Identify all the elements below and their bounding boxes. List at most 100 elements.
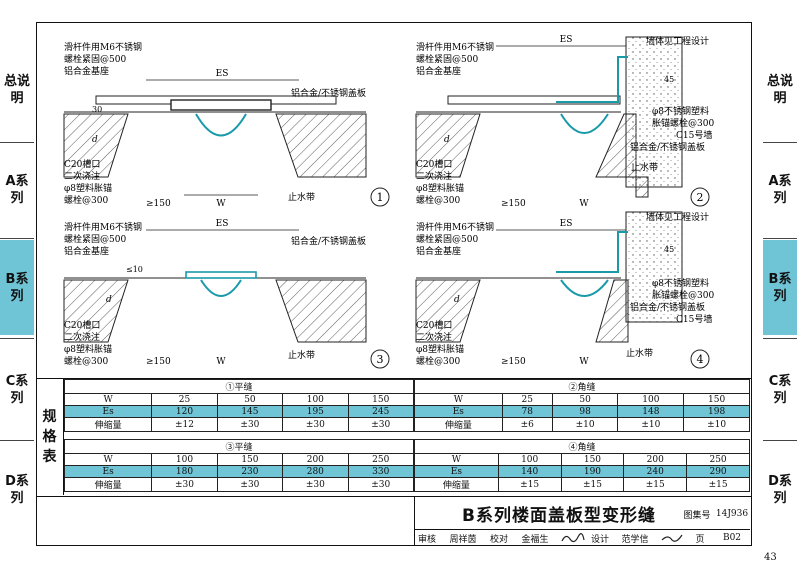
w-label: W (216, 357, 226, 367)
row-header: 伸缩量 (414, 417, 503, 432)
drawing-frame (36, 22, 752, 546)
cell: 120 (151, 405, 218, 418)
tab-divider (763, 338, 797, 339)
callout: 止水带 (288, 349, 315, 361)
tab-series-b[interactable]: B系列 (763, 240, 797, 335)
callout: 胀锚螺栓@300 (652, 117, 714, 129)
callout: φ8塑料胀锚 (64, 182, 112, 194)
callout: 二次浇注 (416, 331, 452, 343)
cell: ±10 (617, 417, 685, 432)
row-header: W (414, 453, 499, 466)
row-header: Es (414, 405, 503, 418)
cell: 140 (497, 465, 562, 478)
tab-series-d[interactable]: D系列 (0, 445, 34, 535)
cell: 195 (282, 405, 349, 418)
atlas-label: 图集号 (683, 510, 711, 521)
cell: 150 (683, 393, 750, 406)
cover-plate (185, 271, 257, 279)
dim-30-label: 30 (92, 105, 102, 114)
dim-10-label: ≤10 (126, 265, 143, 274)
detail-number: 3 (377, 353, 384, 366)
tab-divider (763, 142, 797, 143)
page-number: 43 (764, 552, 777, 563)
tab-general[interactable]: 总说明 (763, 40, 797, 140)
cell: ±15 (560, 477, 625, 492)
callout: 螺栓紧固@500 (64, 53, 126, 65)
callout: C20槽口 (64, 319, 100, 331)
callout: 止水带 (631, 161, 658, 173)
cell: 250 (686, 453, 750, 466)
min-150-label: ≥150 (501, 199, 526, 209)
callout: 铝合金基座 (64, 245, 109, 257)
cell: ±30 (282, 417, 349, 432)
cell: 150 (347, 393, 415, 406)
title-block: B系列楼面盖板型变形缝 图集号 14J936 审核 周祥茵 校对 金福生 设计 … (36, 496, 752, 546)
callout: 螺栓@300 (64, 355, 108, 367)
page-label: 页 (695, 534, 705, 545)
cell: ±15 (497, 477, 562, 492)
cover-plate (170, 99, 272, 111)
min-150-label: ≥150 (501, 357, 526, 367)
callout: 螺栓@300 (64, 194, 108, 206)
detail-2: ES W ≥150 45 d 滑杆件用M6不锈钢 螺栓紧固@500 铝合金基座 … (415, 35, 714, 209)
cell: 190 (560, 465, 625, 478)
w-label: W (579, 357, 589, 367)
callout: 止水带 (288, 191, 315, 203)
tab-divider (763, 238, 797, 239)
title-block-divider (414, 529, 750, 530)
signature-mark (561, 533, 585, 543)
callout: φ8塑料胀锚 (416, 343, 464, 355)
tab-series-a[interactable]: A系列 (763, 145, 797, 235)
detail-number: 1 (377, 191, 384, 204)
cover-plate (556, 231, 628, 273)
tab-divider (763, 440, 797, 441)
cell: 280 (282, 465, 349, 478)
dim-d-label: d (92, 135, 98, 145)
cell: 100 (151, 453, 218, 466)
cell: 200 (623, 453, 688, 466)
drawing-title: B系列楼面盖板型变形缝 (462, 505, 656, 526)
tab-label: A系列 (5, 174, 29, 206)
cell: ±15 (623, 477, 688, 492)
tab-series-a[interactable]: A系列 (0, 145, 34, 235)
callout: 铝合金基座 (416, 65, 461, 77)
tab-series-b[interactable]: B系列 (0, 240, 34, 335)
callout: C20槽口 (416, 319, 452, 331)
concrete-slab-left (415, 113, 481, 178)
callout: 螺栓紧固@500 (416, 53, 478, 65)
tab-series-d[interactable]: D系列 (763, 445, 797, 535)
title-block-divider (414, 497, 415, 545)
cell: 78 (501, 405, 553, 418)
cell: 150 (560, 453, 625, 466)
callout: 铝合金/不锈钢盖板 (630, 141, 705, 153)
detail-number: 2 (697, 191, 704, 204)
callout: φ8塑料胀锚 (64, 343, 112, 355)
cell: 240 (623, 465, 688, 478)
cell: 250 (347, 453, 415, 466)
callout: 墙体见工程设计 (646, 35, 709, 47)
tab-label: B系列 (768, 271, 792, 304)
callout: 铝合金基座 (64, 65, 109, 77)
tab-general[interactable]: 总说明 (0, 40, 34, 140)
cell: ±6 (501, 417, 553, 432)
callout: 螺栓@300 (416, 194, 460, 206)
callout: 滑杆件用M6不锈钢 (64, 221, 142, 233)
cell: 98 (551, 405, 619, 418)
tab-series-c[interactable]: C系列 (763, 345, 797, 435)
detail-number-circle (690, 187, 710, 207)
callout: 二次浇注 (416, 170, 452, 182)
detail-number-circle (370, 187, 390, 207)
callout: 滑杆件用M6不锈钢 (416, 41, 494, 53)
cell: ±15 (686, 477, 750, 492)
atlas-number: 14J936 (715, 509, 749, 519)
cell: 145 (216, 405, 284, 418)
tab-series-c[interactable]: C系列 (0, 345, 34, 435)
concrete-slab-left (63, 113, 129, 178)
tab-label: 总说明 (3, 74, 30, 106)
row-header: 伸缩量 (414, 477, 499, 492)
concrete-slab-right (275, 279, 367, 343)
cell: 50 (551, 393, 619, 406)
callout: 铝合金/不锈钢盖板 (291, 235, 366, 247)
